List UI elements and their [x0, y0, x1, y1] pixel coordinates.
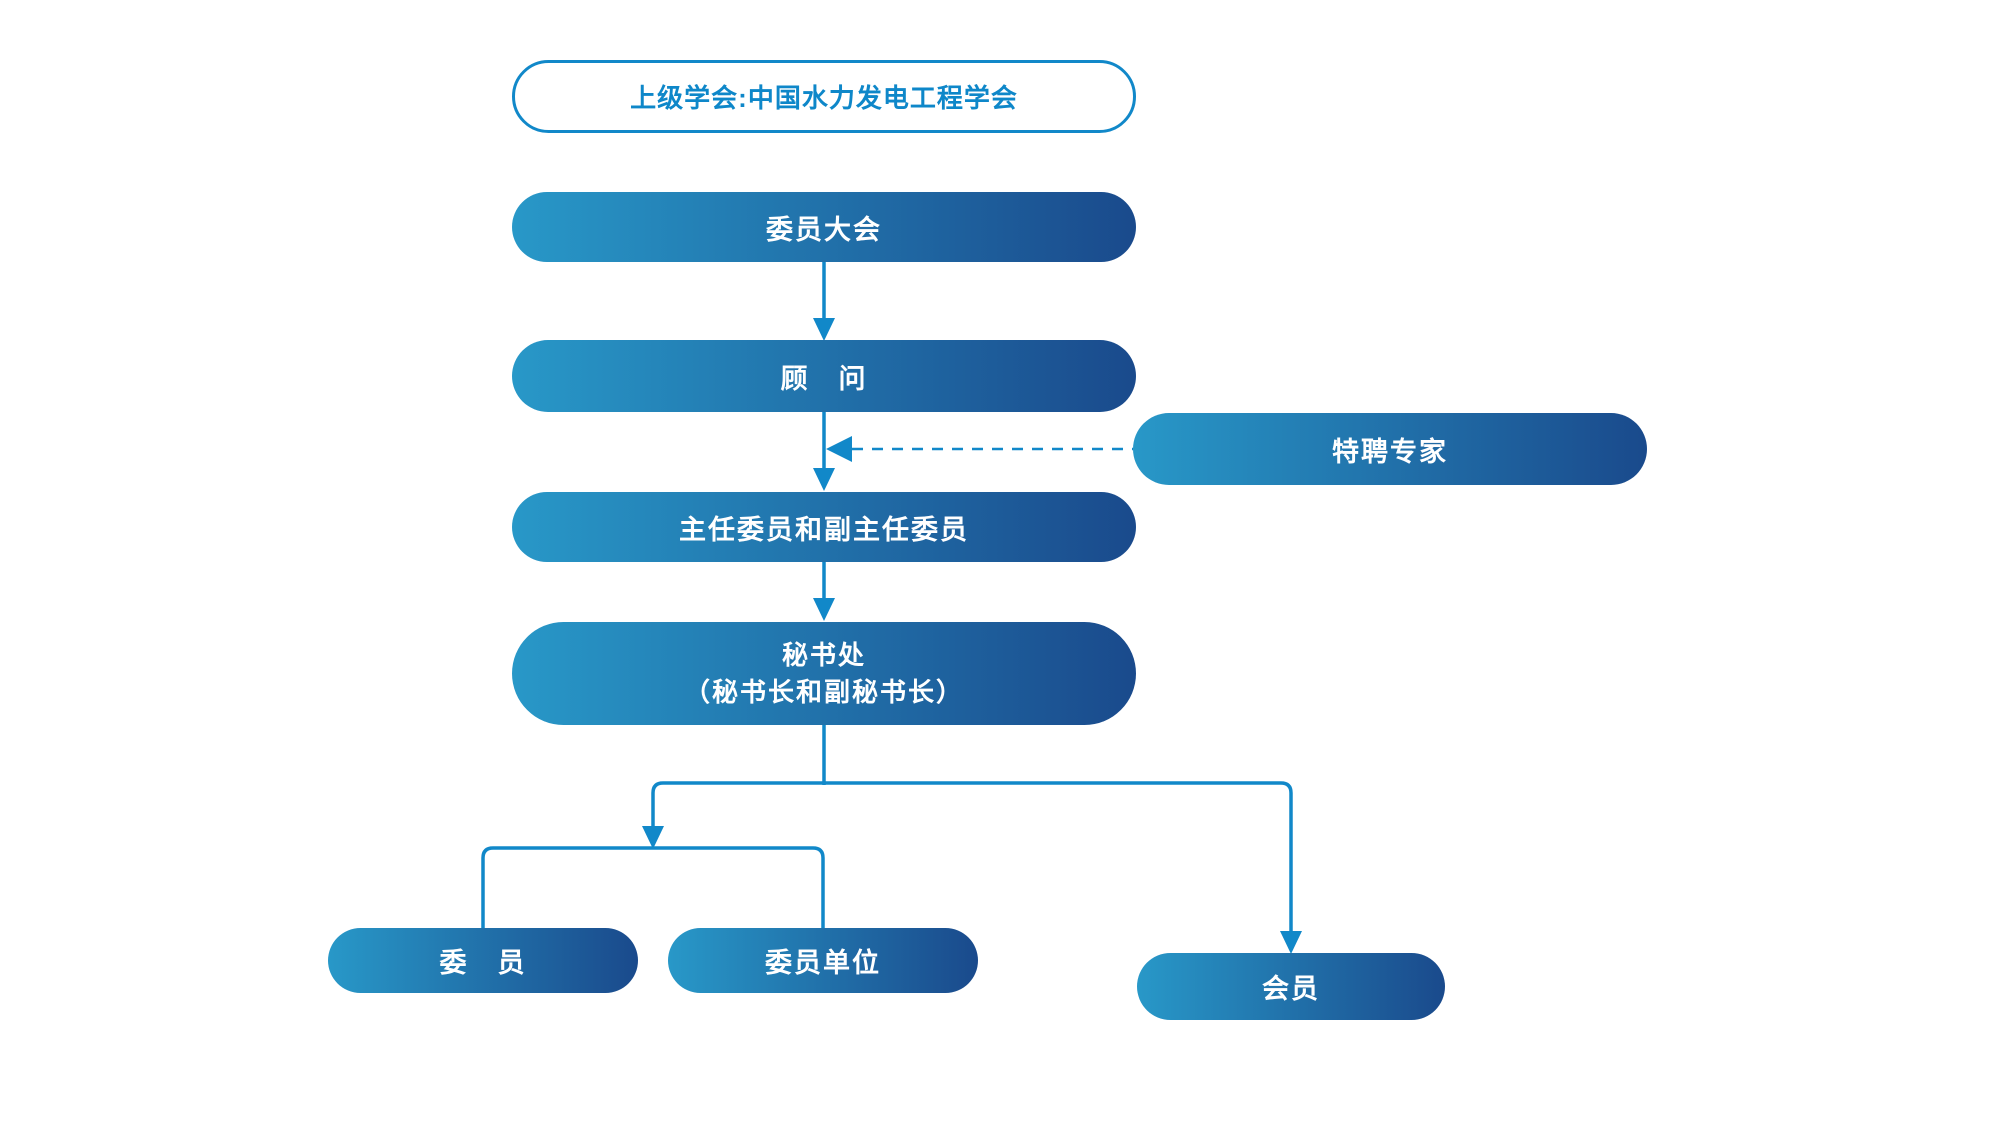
node-members-label: 会员 [1262, 974, 1320, 1004]
arrow-left-branch-head-icon [642, 826, 664, 849]
second-split-bracket-line [481, 846, 825, 928]
first-split-bracket-line [651, 781, 1293, 933]
node-member-units: 委员单位 [668, 928, 978, 993]
node-advisors: 顾 问 [512, 340, 1136, 412]
arrow-assembly-to-advisors-head-icon [813, 318, 835, 341]
node-committee-assembly: 委员大会 [512, 192, 1136, 262]
node-parent-society-label: 上级学会:中国水力发电工程学会 [630, 83, 1018, 113]
node-special-experts-label: 特聘专家 [1332, 436, 1448, 467]
arrow-chairs-to-secretariat-head-icon [813, 598, 835, 621]
node-committee-members: 委 员 [328, 928, 638, 993]
node-chair-vice-chairs-label: 主任委员和副主任委员 [679, 514, 969, 545]
node-advisors-label: 顾 问 [780, 363, 868, 394]
node-parent-society: 上级学会:中国水力发电工程学会 [512, 60, 1136, 133]
node-committee-members-label: 委 员 [439, 948, 527, 978]
node-secretariat-line2: （秘书长和副秘书长） [683, 676, 964, 707]
node-secretariat-line1: 秘书处 [781, 639, 866, 670]
node-chair-vice-chairs: 主任委员和副主任委员 [512, 492, 1136, 562]
arrow-members-head-icon [1280, 931, 1302, 954]
node-committee-assembly-label: 委员大会 [766, 214, 882, 245]
node-special-experts: 特聘专家 [1133, 413, 1647, 485]
arrow-experts-head-icon [826, 436, 852, 462]
node-members: 会员 [1137, 953, 1445, 1020]
node-secretariat: 秘书处 （秘书长和副秘书长） [512, 622, 1136, 725]
node-member-units-label: 委员单位 [765, 948, 881, 978]
arrow-advisors-to-chairs-head-icon [813, 468, 835, 491]
